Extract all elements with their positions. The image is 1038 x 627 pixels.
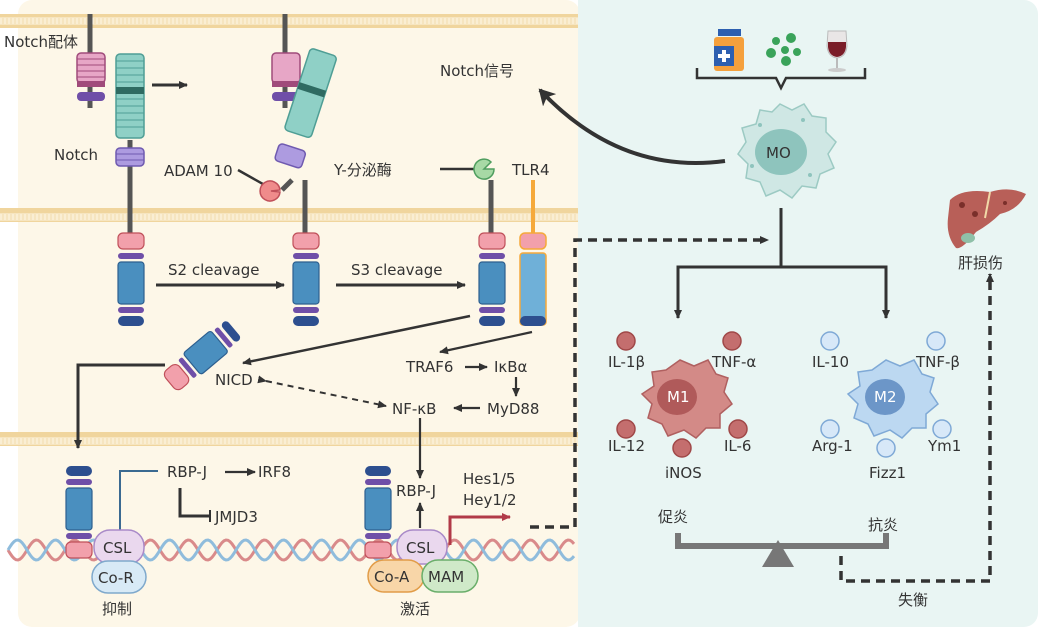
m1-label: M1 bbox=[667, 388, 690, 406]
s2-cleavage-label: S2 cleavage bbox=[168, 261, 260, 279]
mo-label: MO bbox=[766, 144, 791, 162]
notch-ligand-receptor-left bbox=[76, 14, 145, 210]
s3-cleavage-label: S3 cleavage bbox=[351, 261, 443, 279]
m2-cytokine-label: IL-10 bbox=[812, 353, 849, 371]
extracellular-panel bbox=[18, 0, 580, 627]
csl-label-left: CSL bbox=[103, 539, 132, 557]
notch-nuclear-activation bbox=[364, 466, 392, 559]
activate-label: 激活 bbox=[400, 600, 430, 618]
hey-label: Hey1/2 bbox=[463, 491, 517, 509]
s3-to-nicd-arrow bbox=[242, 314, 471, 366]
gamma-secretase-icon bbox=[440, 158, 495, 180]
ligand-icon bbox=[76, 52, 106, 101]
notch-transmembrane-3 bbox=[478, 180, 506, 326]
m1-cytokine-label: IL-1β bbox=[608, 353, 645, 371]
macrophage-mo-icon bbox=[737, 103, 837, 199]
m2-cytokine-dot bbox=[876, 438, 896, 458]
traf6-label: TRAF6 bbox=[405, 358, 453, 376]
m2-cytokine-dot bbox=[926, 331, 946, 351]
cell-membrane-middle bbox=[0, 208, 578, 222]
nuclear-membrane bbox=[0, 432, 578, 446]
nicd-to-nucleus-arrow bbox=[74, 363, 165, 449]
rbpj-label-right: RBP-J bbox=[396, 482, 436, 500]
m2-cytokine-dot bbox=[820, 419, 840, 439]
nicd-label: NICD bbox=[215, 371, 253, 389]
m1-cytokine-dot bbox=[722, 331, 742, 351]
rbpj-inhibits-jmjd3 bbox=[178, 488, 210, 518]
notch-signal-label: Notch信号 bbox=[440, 62, 514, 80]
m1-cytokine-label: TNF-α bbox=[711, 353, 756, 371]
nicd-nfkb-crosstalk-arrow bbox=[257, 375, 387, 409]
mo-to-m2-arrow bbox=[781, 265, 890, 319]
notch-ligand-label: Notch配体 bbox=[4, 33, 78, 51]
tlr4-label: TLR4 bbox=[511, 161, 550, 179]
ikba-label: IκBα bbox=[494, 358, 528, 376]
liver-injury-label: 肝损伤 bbox=[958, 254, 1003, 272]
target-genes-to-macrophage-dashed-arrow bbox=[530, 236, 769, 529]
notch-transmembrane-1 bbox=[117, 180, 145, 326]
notch-transmembrane-2 bbox=[292, 210, 320, 326]
virus-icon bbox=[766, 33, 801, 66]
macrophage-panel bbox=[578, 0, 1038, 627]
drug-bottle-icon bbox=[714, 29, 744, 71]
irf8-label: IRF8 bbox=[258, 463, 291, 481]
imbalance-label: 失衡 bbox=[898, 591, 928, 609]
tlr4-to-traf6-arrow bbox=[439, 330, 533, 355]
pro-inflammatory-label: 促炎 bbox=[658, 508, 688, 526]
myd88-label: MyD88 bbox=[487, 400, 539, 418]
mam-label: MAM bbox=[428, 568, 464, 586]
m2-cytokine-label: TNF-β bbox=[915, 353, 960, 371]
rbpj-label-left: RBP-J bbox=[167, 463, 207, 481]
mo-to-notch-signal-arrow bbox=[538, 88, 726, 165]
csl-label-right: CSL bbox=[406, 539, 435, 557]
transcription-arrow bbox=[448, 513, 511, 545]
nicd-fragment-icon bbox=[163, 321, 241, 391]
notch-label: Notch bbox=[54, 146, 98, 164]
macrophage-m2-icon bbox=[846, 359, 939, 439]
adam10-label: ADAM 10 bbox=[164, 162, 233, 180]
m2-cytokine-label: Fizz1 bbox=[869, 464, 906, 482]
m2-cytokine-dot bbox=[932, 419, 952, 439]
hes-label: Hes1/5 bbox=[463, 470, 515, 488]
m1-cytokine-dot bbox=[616, 331, 636, 351]
csl-rbpj-link bbox=[119, 470, 158, 530]
balance-scale-icon bbox=[675, 533, 889, 567]
notch-nuclear-repression bbox=[65, 466, 93, 559]
m1-cytokine-dot bbox=[728, 419, 748, 439]
notch-ligand-bound bbox=[271, 14, 337, 210]
m1-cytokine-label: iNOS bbox=[665, 464, 702, 482]
cor-label: Co-R bbox=[98, 569, 134, 587]
adam10-enzyme-icon bbox=[237, 168, 281, 202]
wine-glass-icon bbox=[826, 30, 848, 72]
m2-cytokine-label: Ym1 bbox=[927, 437, 961, 455]
liver-icon bbox=[947, 189, 1026, 249]
m2-label: M2 bbox=[874, 388, 897, 406]
m1-cytokine-label: IL-6 bbox=[724, 437, 751, 455]
m1-cytokine-dot bbox=[672, 438, 692, 458]
repress-label: 抑制 bbox=[102, 600, 132, 618]
jmjd3-label: JMJD3 bbox=[214, 508, 258, 526]
m1-cytokine-dot bbox=[616, 419, 636, 439]
cell-membrane-top bbox=[0, 14, 578, 28]
m1-cytokines: IL-1β TNF-αIL-12 iNOS IL-6 bbox=[608, 331, 756, 482]
mo-to-m1-arrow bbox=[674, 208, 783, 319]
macrophage-m1-icon bbox=[640, 359, 733, 439]
nfkb-label: NF-κB bbox=[392, 400, 436, 418]
csl-complex-activate bbox=[367, 529, 479, 593]
notch-receptor-icon bbox=[115, 53, 145, 167]
coa-label: Co-A bbox=[374, 568, 410, 586]
m1-cytokine-label: IL-12 bbox=[608, 437, 645, 455]
csl-complex-repress bbox=[91, 529, 147, 594]
m2-cytokine-dot bbox=[820, 331, 840, 351]
stimuli-brace bbox=[695, 68, 867, 91]
tlr4-receptor-icon bbox=[519, 180, 547, 326]
m2-cytokine-label: Arg-1 bbox=[812, 437, 853, 455]
gamma-secretase-label: Y-分泌酶 bbox=[333, 161, 392, 179]
anti-inflammatory-label: 抗炎 bbox=[868, 516, 898, 534]
